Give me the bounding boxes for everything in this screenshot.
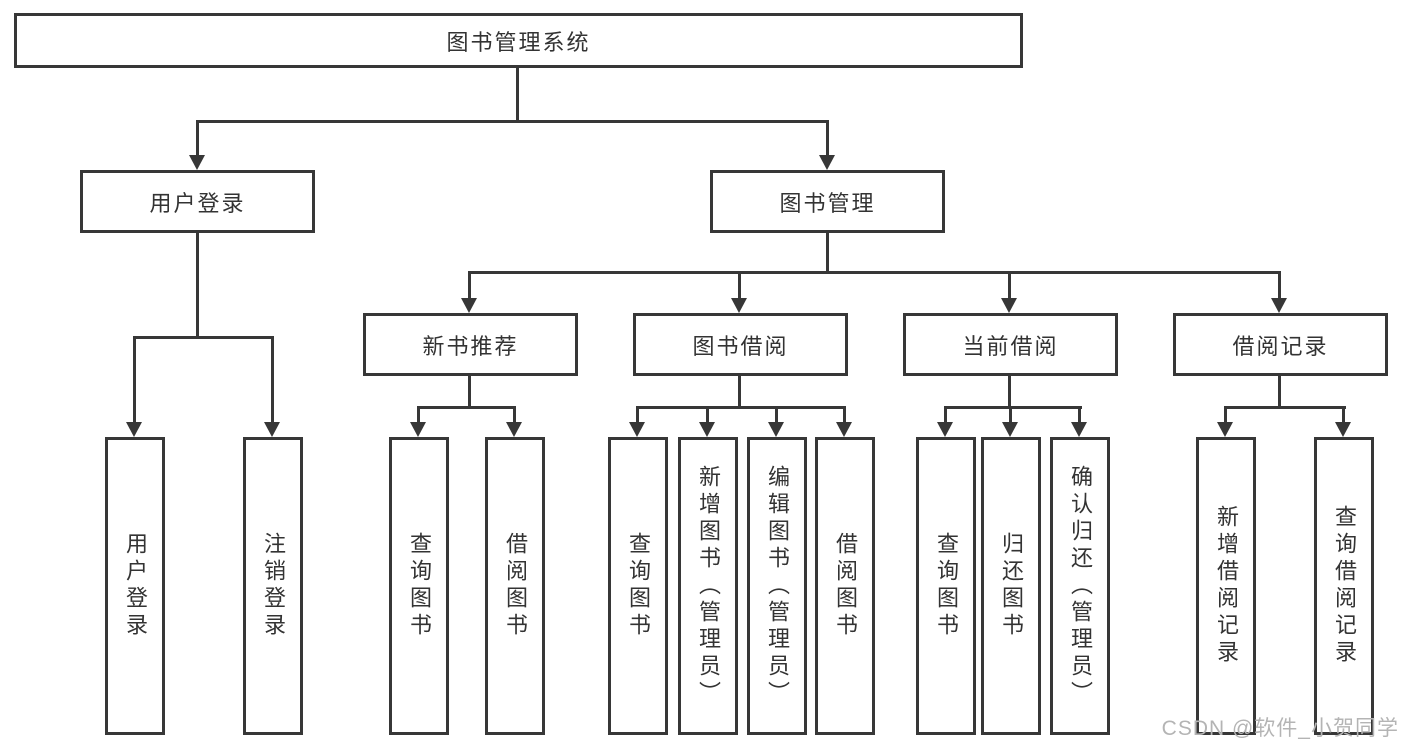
connector-line	[1224, 406, 1346, 409]
connector-line	[516, 66, 519, 122]
connector-line	[706, 406, 709, 424]
node-label: 当前借阅	[962, 333, 1059, 359]
connector-line	[1008, 271, 1011, 300]
arrowhead-down-icon	[410, 422, 426, 437]
connector-line	[775, 406, 778, 424]
leaf-borrow-book: 借阅图书	[815, 437, 875, 735]
leaf-confirm-return-admin: 确认归还（管理员）	[1050, 437, 1110, 735]
leaf-query-borrow-record: 查询借阅记录	[1314, 437, 1374, 735]
node-label: 图书管理	[779, 190, 876, 216]
node-label: 新书推荐	[422, 333, 519, 359]
csdn-watermark: CSDN @软件_小贺同学	[1161, 717, 1399, 740]
connector-line	[1078, 406, 1081, 424]
connector-line	[468, 374, 471, 408]
node-current-borrowing: 当前借阅	[903, 313, 1118, 376]
arrowhead-down-icon	[506, 422, 522, 437]
node-label: 图书管理系统	[446, 29, 591, 55]
leaf-label: 新增借阅记录	[1214, 505, 1239, 667]
node-borrowing-records: 借阅记录	[1173, 313, 1388, 376]
node-new-book-recommend: 新书推荐	[363, 313, 578, 376]
arrowhead-down-icon	[189, 155, 205, 170]
arrowhead-down-icon	[629, 422, 645, 437]
node-user-login: 用户登录	[80, 170, 315, 233]
arrowhead-down-icon	[1271, 298, 1287, 313]
leaf-add-book-admin: 新增图书（管理员）	[678, 437, 738, 735]
leaf-query-book-current: 查询图书	[916, 437, 976, 735]
leaf-label: 借阅图书	[833, 532, 858, 640]
arrowhead-down-icon	[731, 298, 747, 313]
leaf-query-book-borrow: 查询图书	[608, 437, 668, 735]
node-label: 用户登录	[149, 190, 246, 216]
arrowhead-down-icon	[1002, 422, 1018, 437]
connector-line	[738, 271, 741, 300]
connector-line	[468, 271, 1281, 274]
arrowhead-down-icon	[1335, 422, 1351, 437]
connector-line	[196, 231, 199, 338]
leaf-return-book: 归还图书	[981, 437, 1041, 735]
leaf-label: 归还图书	[999, 532, 1024, 640]
arrowhead-down-icon	[699, 422, 715, 437]
connector-line	[1278, 374, 1281, 408]
arrowhead-down-icon	[264, 422, 280, 437]
leaf-logout: 注销登录	[243, 437, 303, 735]
arrowhead-down-icon	[819, 155, 835, 170]
leaf-label: 用户登录	[123, 532, 148, 640]
connector-line	[417, 406, 420, 424]
arrowhead-down-icon	[1001, 298, 1017, 313]
connector-line	[196, 120, 199, 157]
leaf-label: 编辑图书（管理员）	[765, 464, 790, 708]
arrowhead-down-icon	[836, 422, 852, 437]
connector-line	[417, 406, 516, 409]
leaf-label: 查询图书	[407, 532, 432, 640]
arrowhead-down-icon	[937, 422, 953, 437]
arrowhead-down-icon	[1217, 422, 1233, 437]
node-label: 借阅记录	[1232, 333, 1329, 359]
leaf-label: 确认归还（管理员）	[1068, 464, 1093, 708]
leaf-query-book-recommend: 查询图书	[389, 437, 449, 735]
connector-line	[133, 336, 136, 424]
leaf-label: 新增图书（管理员）	[696, 464, 721, 708]
connector-line	[513, 406, 516, 424]
connector-line	[271, 336, 274, 424]
connector-line	[944, 406, 947, 424]
connector-line	[1278, 271, 1281, 300]
leaf-user-login: 用户登录	[105, 437, 165, 735]
connector-line	[468, 271, 471, 300]
connector-line	[1008, 374, 1011, 408]
connector-line	[196, 120, 829, 123]
arrowhead-down-icon	[126, 422, 142, 437]
connector-line	[944, 406, 1082, 409]
node-book-borrowing: 图书借阅	[633, 313, 848, 376]
node-root-library-system: 图书管理系统	[14, 13, 1023, 68]
leaf-borrow-book-recommend: 借阅图书	[485, 437, 545, 735]
connector-line	[738, 374, 741, 408]
node-book-management: 图书管理	[710, 170, 945, 233]
leaf-label: 查询图书	[626, 532, 651, 640]
connector-line	[636, 406, 639, 424]
arrowhead-down-icon	[768, 422, 784, 437]
leaf-label: 查询图书	[934, 532, 959, 640]
connector-line	[1224, 406, 1227, 424]
node-label: 图书借阅	[692, 333, 789, 359]
leaf-label: 查询借阅记录	[1332, 505, 1357, 667]
connector-line	[826, 231, 829, 273]
connector-line	[1342, 406, 1345, 424]
leaf-edit-book-admin: 编辑图书（管理员）	[747, 437, 807, 735]
connector-line	[1009, 406, 1012, 424]
connector-line	[636, 406, 846, 409]
arrowhead-down-icon	[1071, 422, 1087, 437]
leaf-label: 借阅图书	[503, 532, 528, 640]
leaf-label: 注销登录	[261, 532, 286, 640]
arrowhead-down-icon	[461, 298, 477, 313]
leaf-add-borrow-record: 新增借阅记录	[1196, 437, 1256, 735]
connector-line	[826, 120, 829, 157]
connector-line	[133, 336, 274, 339]
connector-line	[843, 406, 846, 424]
